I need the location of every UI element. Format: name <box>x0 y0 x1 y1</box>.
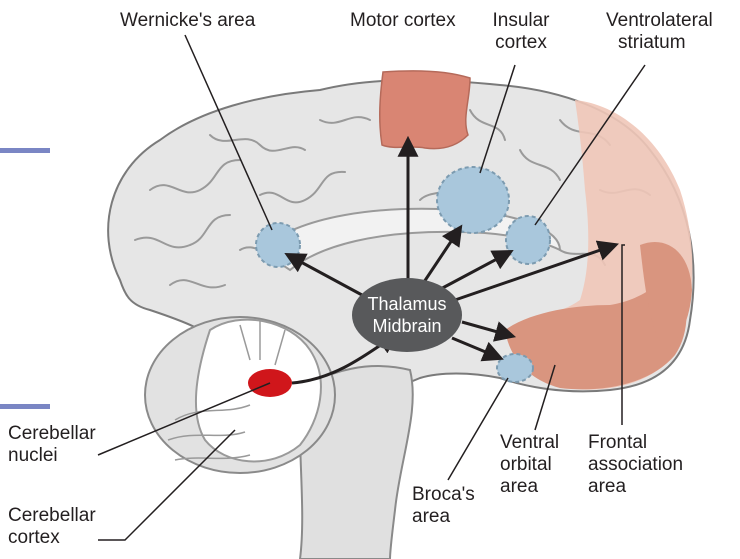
label-frontal-assoc-line3: area <box>588 476 683 498</box>
slide-marker-top <box>0 148 50 153</box>
label-cerebellar-cortex-line2: cortex <box>8 527 96 549</box>
label-brocas-line1: Broca's <box>412 484 475 506</box>
label-frontal-assoc-line2: association <box>588 454 683 476</box>
motor-cortex-region <box>380 71 470 149</box>
hub-label-line1: Thalamus <box>347 293 467 315</box>
label-brocas-line2: area <box>412 506 475 528</box>
label-ventral-orbital-line1: Ventral <box>500 432 559 454</box>
wernickes-area-region <box>256 223 300 267</box>
leader-brocas <box>448 378 508 480</box>
label-insular-line2: cortex <box>486 32 556 54</box>
label-insular-line1: Insular <box>486 10 556 32</box>
label-ventrolateral-line1: Ventrolateral <box>606 10 713 32</box>
label-ventral-orbital-line3: area <box>500 476 559 498</box>
label-ventrolateral-line2: striatum <box>606 32 713 54</box>
label-cerebellar-cortex-line1: Cerebellar <box>8 505 96 527</box>
label-cerebellar-nuclei-line2: nuclei <box>8 445 96 467</box>
slide-marker-bottom <box>0 404 50 409</box>
label-insular-cortex: Insular cortex <box>486 10 556 54</box>
label-ventrolateral-striatum: Ventrolateral striatum <box>606 10 713 54</box>
label-motor-cortex: Motor cortex <box>350 10 456 32</box>
label-frontal-assoc-line1: Frontal <box>588 432 683 454</box>
ventrolateral-striatum-region <box>506 216 550 264</box>
insular-cortex-region <box>437 167 509 233</box>
hub-label: Thalamus Midbrain <box>347 293 467 337</box>
label-brocas-area: Broca's area <box>412 484 475 528</box>
label-ventral-orbital-line2: orbital <box>500 454 559 476</box>
label-cerebellar-cortex: Cerebellar cortex <box>8 505 96 549</box>
label-frontal-association-area: Frontal association area <box>588 432 683 498</box>
label-ventral-orbital-area: Ventral orbital area <box>500 432 559 498</box>
label-wernickes-area: Wernicke's area <box>120 10 255 32</box>
label-cerebellar-nuclei: Cerebellar nuclei <box>8 423 96 467</box>
hub-label-line2: Midbrain <box>347 315 467 337</box>
label-cerebellar-nuclei-line1: Cerebellar <box>8 423 96 445</box>
brocas-area-region <box>497 354 533 382</box>
